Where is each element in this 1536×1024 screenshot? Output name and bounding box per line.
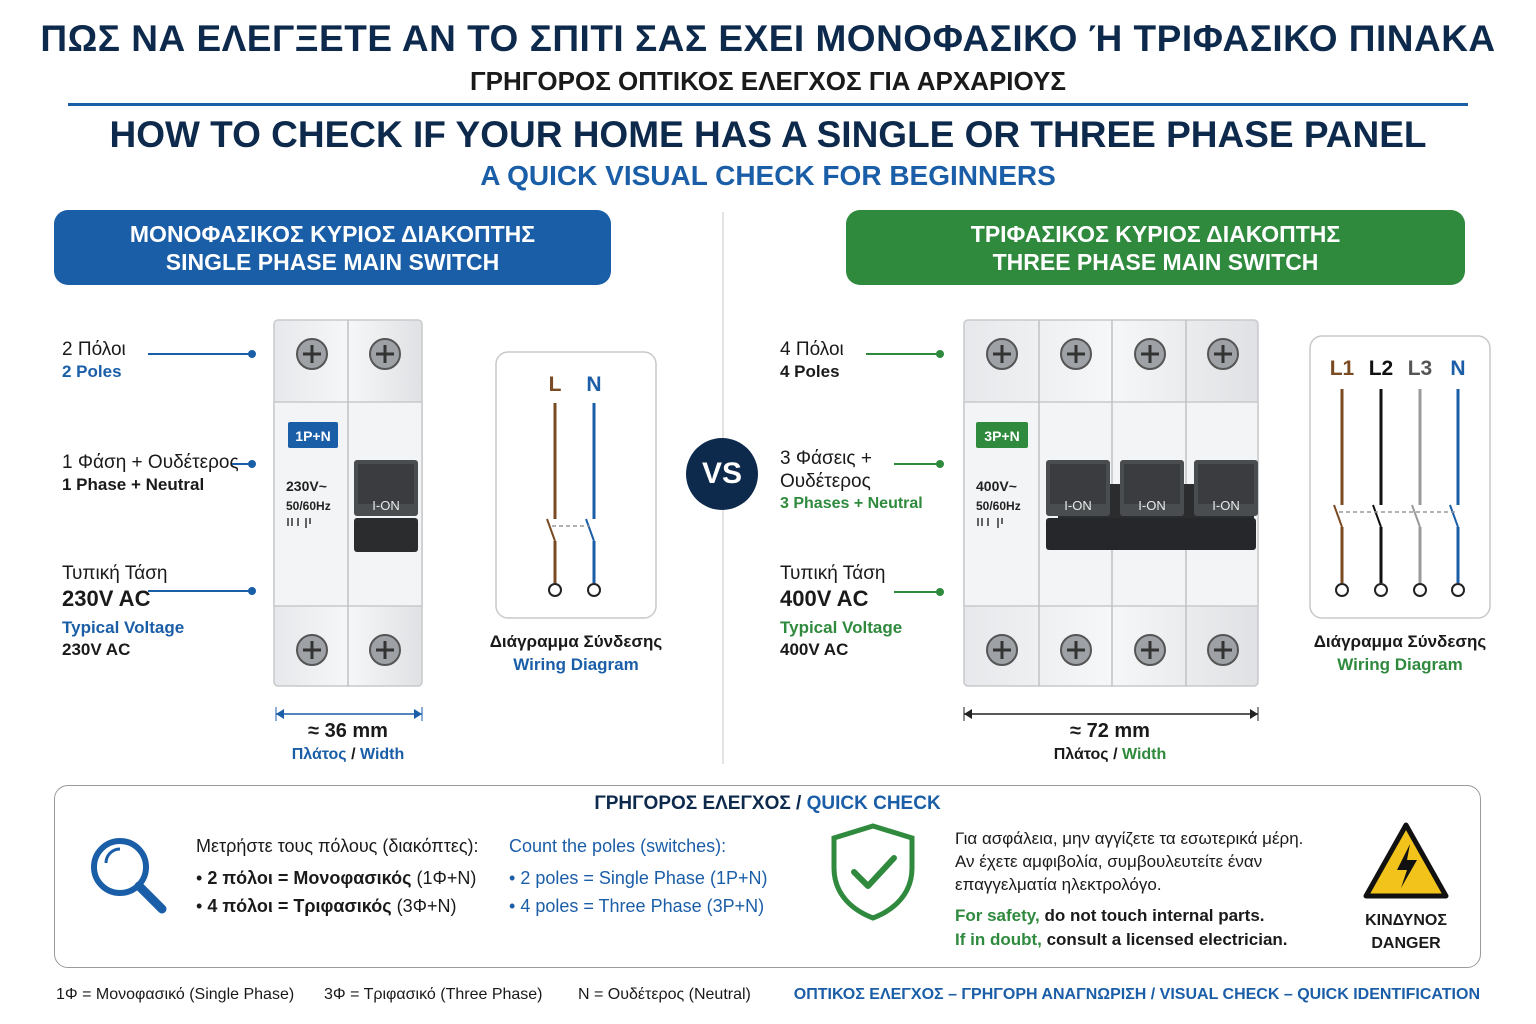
footer-legend-neutral: N = Ουδέτερος (Neutral) (578, 986, 751, 1003)
single-voltage-label: Τυπική Τάση 230V AC Typical Voltage 230V… (62, 563, 185, 659)
vs-badge: VS (686, 438, 758, 510)
single-handle-label: I-ON (372, 498, 399, 513)
three-handle-label-3: I-ON (1212, 498, 1239, 513)
three-diagram-caption-english: Wiring Diagram (1337, 655, 1463, 674)
single-width-value: ≈ 36 mm (308, 720, 388, 742)
three-banner-english: THREE PHASE MAIN SWITCH (992, 248, 1319, 275)
single-banner-english: SINGLE PHASE MAIN SWITCH (165, 248, 500, 275)
footer-legend-single: 1Φ = Μονοφασικό (Single Phase) (56, 986, 295, 1003)
three-width-value: ≈ 72 mm (1070, 720, 1150, 742)
three-rating-voltage: 400V~ (976, 478, 1017, 494)
single-phase-label: 1 Φάση + Ουδέτερος 1 Phase + Neutral (62, 452, 239, 494)
footer-tagline: ΟΠΤΙΚΟΣ ΕΛΕΓΧΟΣ – ΓΡΗΓΟΡΗ ΑΝΑΓΝΩΡΙΣΗ / V… (793, 986, 1480, 1003)
three-poles-label: 4 Πόλοι 4 Poles (780, 339, 844, 381)
wire-label-l1: L1 (1330, 357, 1355, 380)
single-diagram-caption-english: Wiring Diagram (513, 655, 639, 674)
three-handle-label-1: I-ON (1064, 498, 1091, 513)
screw-icon (986, 338, 1239, 666)
single-diagram-caption-greek: Διάγραμμα Σύνδεσης (489, 632, 663, 651)
wire-label-l2: L2 (1369, 357, 1394, 380)
single-badge: 1P+N (295, 428, 330, 444)
single-phase-breaker: 1P+N 230V~ 50/60Hz I-ON (148, 319, 423, 721)
three-diagram-caption-greek: Διάγραμμα Σύνδεσης (1313, 632, 1487, 651)
three-rating-freq: 50/60Hz (976, 499, 1021, 513)
quick-check-panel (54, 785, 1481, 968)
quick-check-greek: Μετρήστε τους πόλους (διακόπτες): • 2 πό… (196, 836, 479, 916)
footer-legend-three: 3Φ = Τριφασικό (Three Phase) (324, 986, 543, 1003)
page-title-english: HOW TO CHECK IF YOUR HOME HAS A SINGLE O… (109, 114, 1427, 155)
title-divider (68, 103, 1468, 106)
single-wiring-diagram: L N (495, 351, 657, 619)
three-voltage-label: Τυπική Τάση 400V AC Typical Voltage 400V… (780, 563, 903, 659)
quick-check-title: ΓΡΗΓΟΡΟΣ ΕΛΕΓΧΟΣ / QUICK CHECK (594, 793, 941, 814)
single-poles-label: 2 Πόλοι 2 Poles (62, 339, 126, 381)
danger-triangle-icon (1363, 822, 1449, 899)
three-phase-label: 3 Φάσεις + Ουδέτερος 3 Phases + Neutral (780, 448, 923, 512)
shield-check-icon (831, 823, 915, 921)
three-phase-banner: ΤΡΙΦΑΣΙΚΟΣ ΚΥΡΙΟΣ ΔΙΑΚΟΠΤΗΣ THREE PHASE … (846, 210, 1465, 285)
three-wiring-diagram: L1 L2 L3 N (1309, 335, 1491, 619)
wire-label-l3: L3 (1408, 357, 1433, 380)
danger-label: ΚΙΝΔΥΝΟΣ DANGER (1365, 912, 1447, 952)
three-handle-label-2: I-ON (1138, 498, 1165, 513)
three-banner-greek: ΤΡΙΦΑΣΙΚΟΣ ΚΥΡΙΟΣ ΔΙΑΚΟΠΤΗΣ (970, 220, 1341, 247)
three-width-caption: Πλάτος / Width (1053, 746, 1167, 763)
page-subtitle-greek: ΓΡΗΓΟΡΟΣ ΟΠΤΙΚΟΣ ΕΛΕΓΧΟΣ ΓΙΑ ΑΡΧΑΡΙΟΥΣ (470, 66, 1066, 96)
safety-note: Για ασφάλεια, μην αγγίζετε τα εσωτερικά … (955, 829, 1304, 949)
magnifier-icon (91, 838, 167, 914)
single-width-caption: Πλάτος / Width (291, 746, 405, 763)
wire-label-n3: N (1450, 357, 1465, 380)
screw-icon (296, 338, 401, 666)
single-banner-greek: ΜΟΝΟΦΑΣΙΚΟΣ ΚΥΡΙΟΣ ΔΙΑΚΟΠΤΗΣ (129, 220, 536, 247)
three-phase-breaker: 3P+N 400V~ 50/60Hz I-ON I-ON I-ON (866, 319, 1259, 721)
single-rating-voltage: 230V~ (286, 478, 327, 494)
single-rating-freq: 50/60Hz (286, 499, 331, 513)
quick-check-english: Count the poles (switches): • 2 poles = … (509, 836, 768, 916)
wire-label-l: L (549, 373, 562, 396)
three-badge: 3P+N (984, 428, 1019, 444)
page-subtitle-english: A QUICK VISUAL CHECK FOR BEGINNERS (480, 160, 1056, 191)
page-title-greek: ΠΩΣ ΝΑ ΕΛΕΓΞΕΤΕ ΑΝ ΤΟ ΣΠΙΤΙ ΣΑΣ ΕΧΕΙ ΜΟΝ… (40, 18, 1496, 59)
wire-label-n: N (586, 373, 601, 396)
single-phase-banner: ΜΟΝΟΦΑΣΙΚΟΣ ΚΥΡΙΟΣ ΔΙΑΚΟΠΤΗΣ SINGLE PHAS… (54, 210, 611, 285)
